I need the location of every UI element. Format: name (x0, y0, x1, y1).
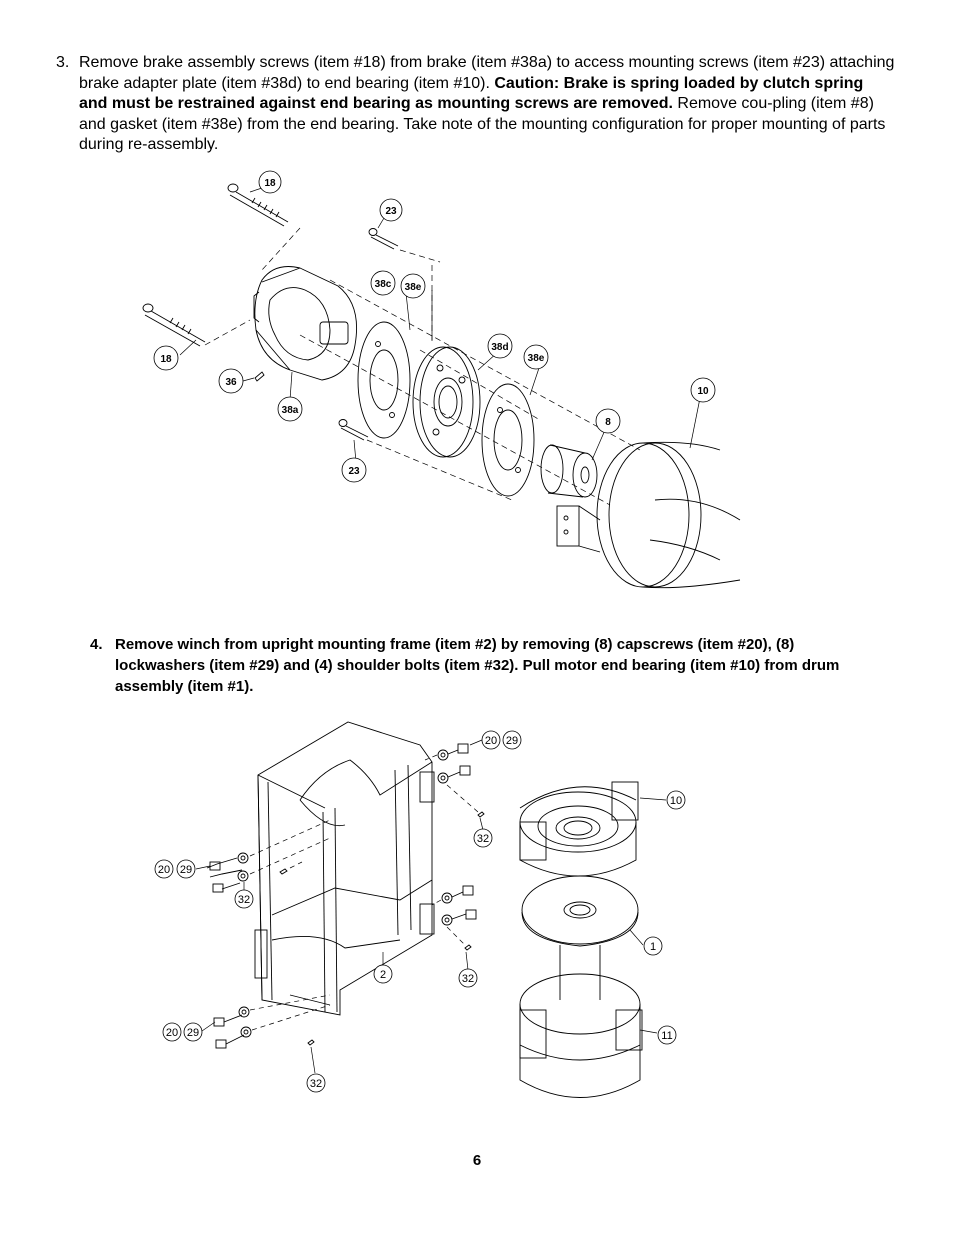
callout-2: 2 (380, 969, 386, 981)
callout-8: 8 (605, 417, 611, 428)
callout-10-fig2: 10 (670, 795, 682, 807)
screw-18-lower (142, 303, 206, 347)
callout-23-lower: 23 (348, 466, 360, 477)
shoulder-bolt-32-3 (464, 944, 472, 951)
shoulder-bolt-32-1 (477, 811, 485, 818)
callout-11: 11 (661, 1030, 672, 1042)
bolts-left-upper (206, 852, 249, 893)
gasket-38e-1 (357, 321, 411, 439)
callout-18-lower: 18 (160, 354, 172, 365)
brake-exploded-diagram: 18 23 38c 38e 18 36 38a 38d 38e 10 8 23 (142, 170, 741, 589)
gasket-38e-2 (481, 383, 535, 497)
drum-assembly-1 (519, 875, 643, 1098)
bolts-left-lower (213, 1006, 252, 1049)
brake-38a (253, 266, 358, 381)
screw-23-lower (338, 419, 369, 441)
step-3-caution: Caution: Brake is spring loaded by clutc… (79, 74, 864, 113)
callout-1: 1 (650, 941, 656, 953)
callout-29-1: 29 (506, 735, 518, 747)
step-3-text-after: Remove cou-pling (item #8) and gasket (i… (79, 95, 886, 153)
screw-18-top (227, 183, 289, 227)
callout-32-1: 32 (477, 833, 489, 845)
step-3-text-before: Remove brake assembly screws (item #18) … (79, 54, 895, 92)
coupling-8 (540, 444, 598, 498)
shoulder-bolt-32-4 (307, 1039, 315, 1046)
shoulder-bolt-32-2 (279, 868, 288, 875)
end-bearing-10 (556, 441, 741, 589)
callout-38a: 38a (282, 405, 299, 416)
callout-20-2: 20 (158, 864, 170, 876)
callout-20-3: 20 (166, 1027, 178, 1039)
step-4-number: 4. (90, 636, 103, 653)
callout-29-2: 29 (180, 864, 192, 876)
step-4-text: Remove winch from upright mounting frame… (115, 636, 840, 695)
adapter-plate-38d (412, 346, 481, 458)
bolts-right-lower (441, 885, 477, 926)
callout-20-1: 20 (485, 735, 497, 747)
callout-18-top: 18 (264, 178, 276, 189)
winch-frame-diagram: 20 29 10 32 20 29 32 1 2 32 20 29 11 32 (154, 721, 686, 1098)
callout-38d: 38d (491, 342, 508, 353)
bolts-right-upper (437, 743, 471, 784)
screw-23-top (368, 228, 399, 250)
callout-32-4: 32 (310, 1078, 322, 1090)
callout-10: 10 (697, 386, 709, 397)
callout-29-3: 29 (187, 1027, 199, 1039)
callout-23-top: 23 (385, 206, 397, 217)
callout-38e-2: 38e (528, 353, 545, 364)
callout-32-2: 32 (238, 894, 250, 906)
pin-36 (254, 371, 265, 382)
page-number: 6 (472, 1152, 482, 1169)
step-3-number: 3. (56, 54, 70, 71)
callout-38e-1: 38e (405, 282, 422, 293)
end-bearing-10-fig2 (519, 781, 639, 877)
callout-38c: 38c (375, 279, 392, 290)
callout-32-3: 32 (462, 973, 474, 985)
upright-frame-2 (254, 721, 435, 1016)
step-3-text: Remove brake assembly screws (item #18) … (79, 53, 896, 156)
callout-36: 36 (225, 377, 237, 388)
